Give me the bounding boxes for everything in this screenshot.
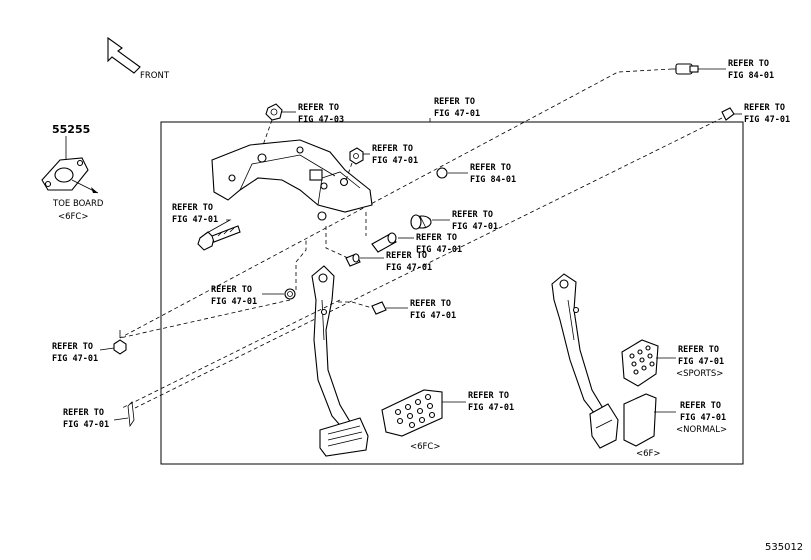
variant-normal-label: <NORMAL> — [676, 425, 727, 435]
clutch-pedal-pad-icon — [319, 417, 369, 457]
figure-number: 535012 — [765, 542, 803, 553]
outside-bolt-icon — [113, 330, 127, 355]
callout-pad-6fc-line1: REFER TO — [468, 391, 509, 401]
top-nut-icon — [265, 103, 283, 121]
toe-board-plate-icon — [41, 157, 89, 191]
callout-grommet-line2: FIG 84-01 — [470, 175, 516, 185]
callout-clip-line1: REFER TO — [744, 103, 785, 113]
callout-pad-sports-line2: FIG 47-01 — [678, 357, 724, 367]
callout-bolt-line2: FIG 47-01 — [172, 215, 218, 225]
cotter-pin-icon — [127, 401, 135, 428]
callout-left-cotter-line2: FIG 47-01 — [63, 420, 109, 430]
callout-pin-line2: FIG 47-01 — [211, 297, 257, 307]
callout-nut-line2: FIG 47-01 — [372, 156, 418, 166]
pivot-bolt-icon — [197, 225, 241, 251]
toe-board-variant: <6FC> — [58, 212, 88, 222]
brake-pedal-arm-icon — [551, 273, 605, 419]
callout-fig-47-03-line1: REFER TO — [298, 103, 339, 113]
callout-left-bolt-line1: REFER TO — [52, 342, 93, 352]
callout-pad-normal-line1: REFER TO — [680, 401, 721, 411]
callout-cushion-line1: REFER TO — [410, 299, 451, 309]
callout-pad-normal-line2: FIG 47-01 — [680, 413, 726, 423]
callout-sleeve-line2: FIG 47-01 — [416, 245, 462, 255]
callout-left-cotter-line1: REFER TO — [63, 408, 104, 418]
variant-6f-label: <6F> — [636, 449, 661, 459]
callout-left-bolt-line2: FIG 47-01 — [52, 354, 98, 364]
callout-switch-line1: REFER TO — [728, 59, 769, 69]
sports-pedal-pad-6fc-icon — [381, 389, 443, 437]
callout-spring-line2: FIG 47-01 — [452, 222, 498, 232]
sports-brake-pad-icon — [621, 339, 659, 387]
part-number-55255: 55255 — [52, 123, 90, 136]
pedal-support-bracket-icon — [211, 139, 373, 221]
hex-nut-icon — [349, 147, 364, 165]
toe-board-label: TOE BOARD — [52, 199, 104, 209]
variant-sports-label: <SPORTS> — [676, 369, 723, 379]
front-arrow-icon — [107, 36, 141, 74]
stopper-cushion-icon — [371, 301, 387, 315]
callout-clip-line2: FIG 47-01 — [744, 115, 790, 125]
bushing-icon — [345, 253, 361, 267]
callout-pin-line1: REFER TO — [211, 285, 252, 295]
variant-6fc-label: <6FC> — [410, 442, 440, 452]
callout-bushing-line2: FIG 47-01 — [386, 263, 432, 273]
assembly-frame — [160, 121, 744, 465]
callout-nut-line1: REFER TO — [372, 144, 413, 154]
callout-box-line1: REFER TO — [434, 97, 475, 107]
clutch-pedal-arm-icon — [311, 265, 353, 433]
callout-sleeve-line1: REFER TO — [416, 233, 457, 243]
callout-bushing-line1: REFER TO — [386, 251, 427, 261]
callout-cushion-line2: FIG 47-01 — [410, 311, 456, 321]
clip-icon — [721, 107, 735, 121]
callout-pad-6fc-line2: FIG 47-01 — [468, 403, 514, 413]
callout-box-line2: FIG 47-01 — [434, 109, 480, 119]
normal-brake-pad-icon — [623, 393, 657, 447]
return-spring-icon — [410, 214, 432, 230]
callout-fig-47-03-line2: FIG 47-03 — [298, 115, 344, 125]
brake-pedal-pad-icon — [589, 403, 619, 449]
callout-switch-line2: FIG 84-01 — [728, 71, 774, 81]
pedal-bushing-icon — [284, 288, 296, 300]
sleeve-icon — [371, 232, 397, 253]
callout-pad-sports-line1: REFER TO — [678, 345, 719, 355]
callout-grommet-line1: REFER TO — [470, 163, 511, 173]
front-label: FRONT — [140, 71, 170, 81]
callout-bolt-line1: REFER TO — [172, 203, 213, 213]
callout-spring-line1: REFER TO — [452, 210, 493, 220]
grommet-icon — [436, 167, 448, 179]
stop-lamp-switch-icon — [672, 63, 699, 75]
